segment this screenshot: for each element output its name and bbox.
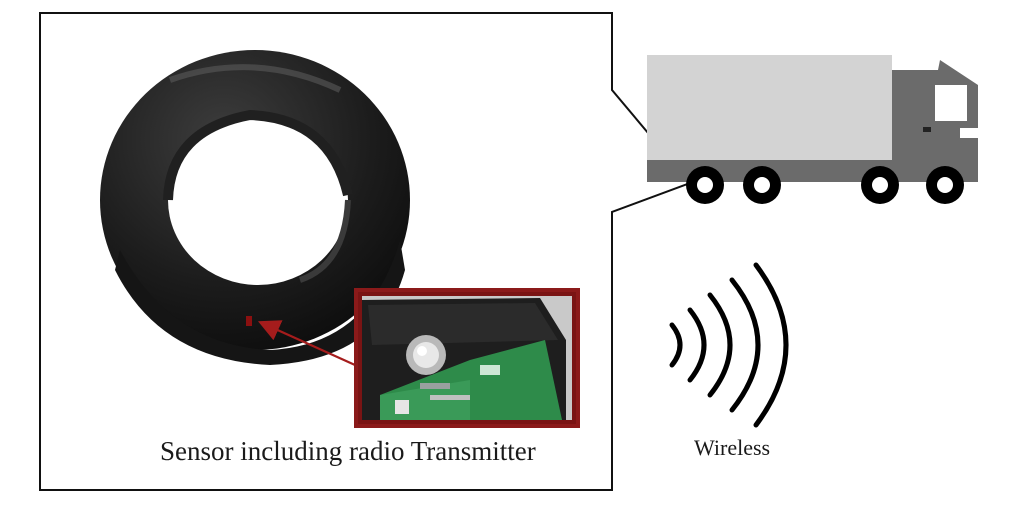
wireless-label: Wireless bbox=[694, 435, 771, 460]
tire-icon bbox=[100, 50, 410, 365]
truck-cargo bbox=[647, 55, 892, 167]
truck-wheel bbox=[926, 166, 964, 204]
sensor-caption: Sensor including radio Transmitter bbox=[160, 436, 536, 466]
tire-sensor-mark bbox=[246, 316, 252, 326]
truck-wheel bbox=[743, 166, 781, 204]
wireless-waves-icon bbox=[669, 262, 789, 428]
truck-icon bbox=[647, 55, 978, 204]
truck-wheel bbox=[686, 166, 724, 204]
callout-arrow bbox=[257, 320, 356, 367]
truck-wheel bbox=[861, 166, 899, 204]
sensor-photo bbox=[354, 288, 580, 428]
